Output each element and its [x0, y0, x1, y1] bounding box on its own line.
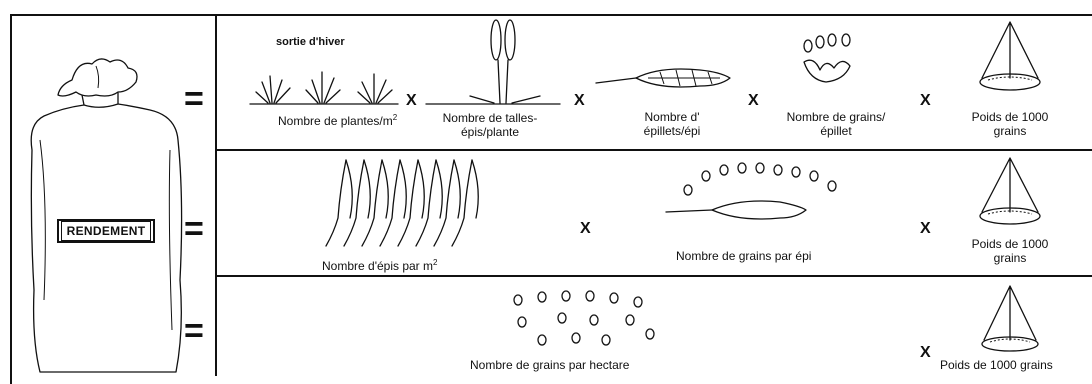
scale-pan-icon-row3: [0, 0, 1092, 376]
thousand-grain-weight-label-row3: Poids de 1000 grains: [940, 358, 1053, 372]
